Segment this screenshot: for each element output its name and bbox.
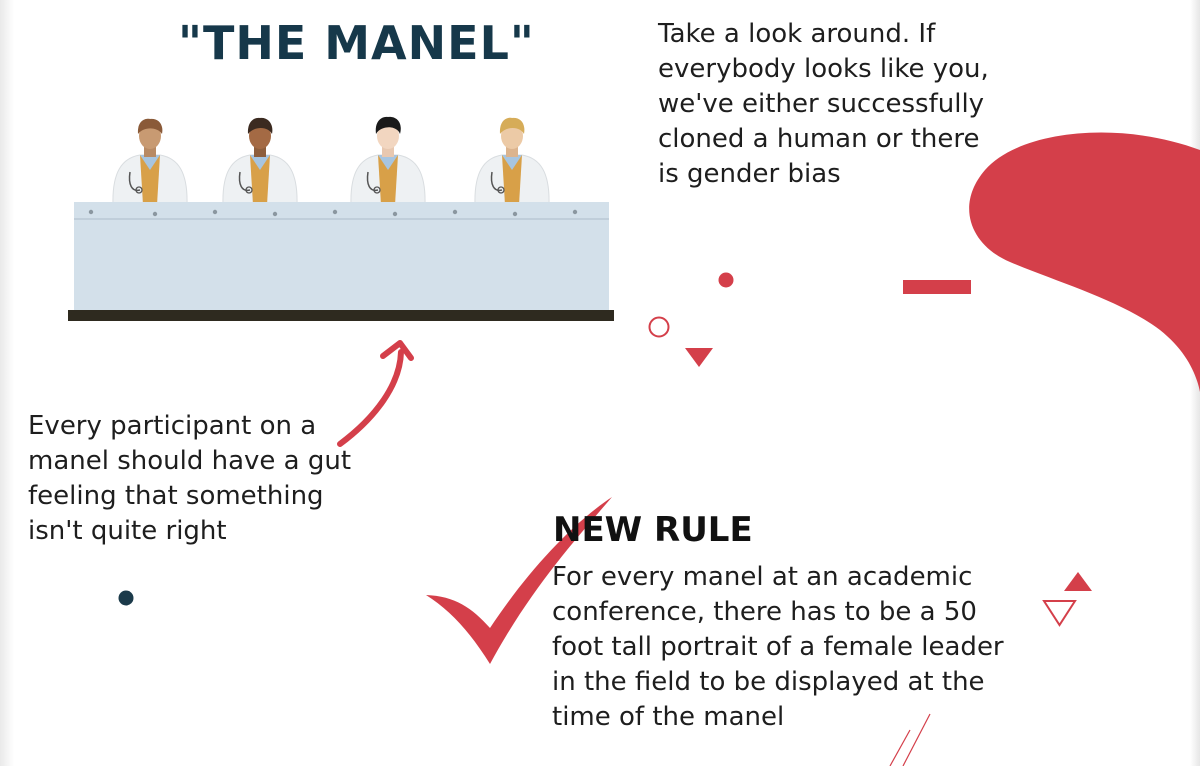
intro-text: Take a look around. If everybody looks l… [658, 17, 989, 192]
rule-text: For every manel at an academic conferenc… [552, 560, 1004, 735]
intro-text-line: everybody looks like you, [658, 54, 989, 84]
doctor-icon [222, 117, 298, 206]
curved-arrow-icon [337, 340, 414, 447]
dark-dot [118, 590, 134, 606]
participant-text-line: isn't quite right [28, 516, 227, 546]
rule-heading: NEW RULE [553, 510, 753, 550]
red-dot [718, 272, 734, 288]
doctor-icon [350, 116, 426, 206]
page-edge-left [0, 0, 14, 766]
participant-text-line: feeling that something [28, 481, 324, 511]
intro-text-line: cloned a human or there [658, 124, 980, 154]
diagonal-line [889, 729, 911, 766]
checkmark-icon [426, 497, 612, 664]
doctor-icon [474, 117, 550, 206]
page-title: "THE MANEL" [178, 16, 535, 70]
page-edge-right [1190, 0, 1200, 766]
diagonal-line [902, 713, 931, 766]
rule-text-line: foot tall portrait of a female leader [552, 632, 1004, 662]
doctor-icon [112, 118, 188, 206]
red-blob [969, 132, 1200, 392]
rule-text-line: time of the manel [552, 702, 785, 732]
triangle-up [1064, 572, 1092, 591]
rule-text-line: conference, there has to be a 50 [552, 597, 977, 627]
participant-text-line: manel should have a gut [28, 446, 352, 476]
conference-table [68, 202, 614, 321]
triangle-outline-down [1042, 600, 1077, 627]
panelists [112, 116, 550, 206]
rule-text-line: For every manel at an academic [552, 562, 973, 592]
intro-text-line: Take a look around. If [658, 19, 936, 49]
intro-text-line: is gender bias [658, 159, 841, 189]
participant-text: Every participant on a manel should have… [28, 409, 351, 549]
intro-text-line: we've either successfully [658, 89, 985, 119]
rule-text-line: in the field to be displayed at the [552, 667, 985, 697]
participant-text-line: Every participant on a [28, 411, 317, 441]
circle-outline [648, 316, 670, 338]
triangle-down [685, 348, 713, 367]
red-dash [903, 280, 971, 294]
